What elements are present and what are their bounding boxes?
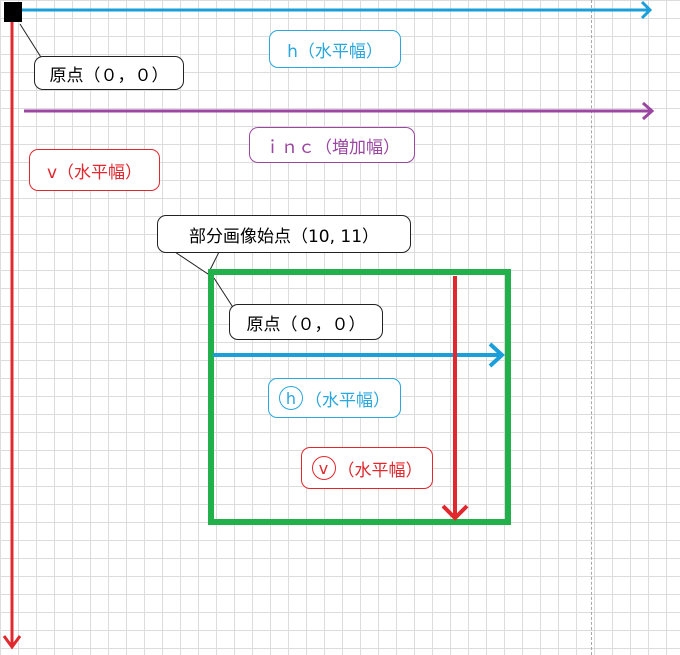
v-arrow-main [2,20,22,650]
origin-marker [4,2,22,22]
h-arrow-main [20,0,653,20]
h-sub-text: （水平幅） [305,390,390,411]
h-label-main: h（水平幅） [269,30,401,68]
h-arrow-sub [213,342,505,368]
v-sub-letter: v [311,456,336,480]
subimage-rectangle [208,269,511,525]
subimage-start-label: 部分画像始点（10, 11） [157,215,411,253]
origin-label-sub: 原点（０，０） [229,304,383,340]
h-sub-letter: h [279,386,303,410]
right-boundary-dashed-line [591,0,592,655]
v-label-sub: v （水平幅） [301,447,433,489]
origin-label-main: 原点（０，０） [34,56,184,90]
v-label-main: v（水平幅） [29,149,160,191]
v-arrow-sub [441,276,469,521]
inc-arrow [24,101,655,121]
inc-label: ｉｎｃ（増加幅） [249,127,415,163]
h-label-sub: h （水平幅） [268,378,401,418]
v-sub-text: （水平幅） [337,460,423,481]
